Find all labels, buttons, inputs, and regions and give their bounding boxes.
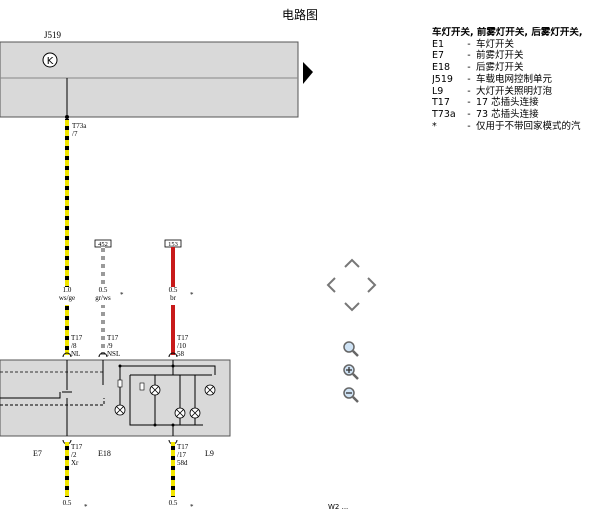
legend-row: L9 -大灯开关照明灯泡: [432, 86, 600, 98]
pin2-conn: T17: [107, 334, 119, 342]
legend-row: E1 -车灯开关: [432, 39, 600, 51]
legend-row: T17 -17 芯插头连接: [432, 97, 600, 109]
legend-dash: -: [467, 73, 471, 85]
legend-code: E1: [432, 38, 445, 50]
wire-gr-ws-mid: [101, 305, 105, 355]
legend-desc: 73 芯插头连接: [476, 108, 539, 120]
wire-ws-ge-top: [65, 119, 69, 287]
legend-code: T17: [432, 97, 450, 109]
pin2-term: NSL: [107, 350, 120, 358]
wire-gr-ws-top: [101, 247, 105, 287]
wire1-color: ws/ge: [59, 294, 75, 302]
wire-ws-ge-mid: [65, 305, 69, 355]
wire5-size: 0.5: [169, 499, 178, 507]
arrow-down-icon[interactable]: [343, 300, 361, 314]
legend-row: J519 -车载电网控制单元: [432, 74, 600, 86]
legend-code: *: [432, 120, 437, 132]
legend-dash: -: [467, 97, 471, 109]
legend-row: T73a-73 芯插头连接: [432, 109, 600, 121]
ref-box-452-label: 452: [98, 241, 108, 248]
zoom-fit-icon[interactable]: [342, 340, 360, 358]
wire-br-top: [171, 247, 175, 287]
wire3-color: br: [170, 294, 177, 302]
wire-br-mid: [171, 305, 175, 355]
wire2-color: gr/ws: [95, 294, 111, 302]
legend-code: E18: [432, 62, 451, 74]
connector-top-name: T73a: [72, 122, 87, 130]
wire-bottom-1: [65, 442, 69, 497]
pin1-conn: T17: [71, 334, 83, 342]
zoom-in-icon[interactable]: [342, 363, 360, 381]
wire4-size: 0.5: [63, 499, 72, 507]
arrow-up-icon[interactable]: [343, 256, 361, 270]
switch-housing: [0, 359, 231, 437]
pin4-conn: T17: [71, 443, 83, 451]
legend-desc: 大灯开关照明灯泡: [476, 85, 553, 97]
ref-box-153-label: 153: [168, 241, 178, 248]
pin4-term: Xr: [71, 459, 79, 467]
arrow-right-icon[interactable]: [365, 276, 379, 294]
legend-desc: 仅用于不带回家模式的汽: [476, 120, 581, 132]
legend-desc: 车载电网控制单元: [476, 73, 553, 85]
connector-top-pin: /7: [72, 130, 78, 138]
pin2-pin: /9: [107, 342, 113, 350]
label-e18: E18: [98, 449, 111, 458]
legend-desc: 17 芯插头连接: [476, 97, 539, 109]
legend-code: T73a: [432, 108, 456, 120]
legend-row: E18 -后雾灯开关: [432, 62, 600, 74]
bottom-label: W2 ...: [328, 503, 349, 511]
pin1-term: NL: [71, 350, 80, 358]
wire3-star: *: [190, 291, 194, 299]
wire-bottom-2: [171, 442, 175, 497]
legend: 车灯开关, 前雾灯开关, 后雾灯开关, E1-车灯开关 E7-前雾灯开关 E18…: [432, 27, 600, 132]
label-l9: L9: [205, 449, 214, 458]
pin5-conn: T17: [177, 443, 189, 451]
wire3-size: 0.5: [169, 286, 178, 294]
control-unit-j519: J519 K: [0, 30, 299, 119]
pin1-pin: /8: [71, 342, 77, 350]
arrow-left-icon[interactable]: [324, 276, 338, 294]
wire4-star: *: [84, 503, 88, 510]
pin3-pin: /10: [177, 342, 186, 350]
legend-dash: -: [467, 85, 471, 97]
legend-code: J519: [432, 73, 453, 85]
legend-code: L9: [432, 85, 444, 97]
zoom-out-icon[interactable]: [342, 386, 360, 404]
unit-label: J519: [44, 30, 62, 40]
legend-row: E7 -前雾灯开关: [432, 50, 600, 62]
legend-dash: -: [467, 108, 471, 120]
pin3-term: 58: [177, 350, 185, 358]
legend-dash: -: [467, 50, 471, 62]
legend-row: * -仅用于不带回家模式的汽: [432, 121, 600, 133]
collapse-arrow-icon[interactable]: [303, 62, 313, 84]
unit-symbol: K: [47, 56, 54, 67]
legend-dash: -: [467, 62, 471, 74]
legend-desc: 后雾灯开关: [476, 62, 524, 74]
wire2-size: 0.5: [99, 286, 108, 294]
k-symbol-icon: [42, 52, 58, 68]
pin3-conn: T17: [177, 334, 189, 342]
pin4-pin: /2: [71, 451, 77, 459]
pin5-pin: /17: [177, 451, 186, 459]
legend-dash: -: [467, 38, 471, 50]
legend-dash: -: [467, 120, 471, 132]
label-e7: E7: [33, 449, 42, 458]
legend-desc: 前雾灯开关: [476, 50, 524, 62]
page-title: 电路图: [281, 8, 318, 22]
wire5-star: *: [190, 503, 194, 510]
wire2-star: *: [120, 291, 124, 299]
wire1-size: 1.0: [63, 286, 72, 294]
legend-heading: 车灯开关, 前雾灯开关, 后雾灯开关,: [432, 27, 583, 38]
legend-desc: 车灯开关: [476, 38, 515, 50]
legend-code: E7: [432, 50, 445, 62]
pin5-term: 58d: [177, 459, 188, 467]
